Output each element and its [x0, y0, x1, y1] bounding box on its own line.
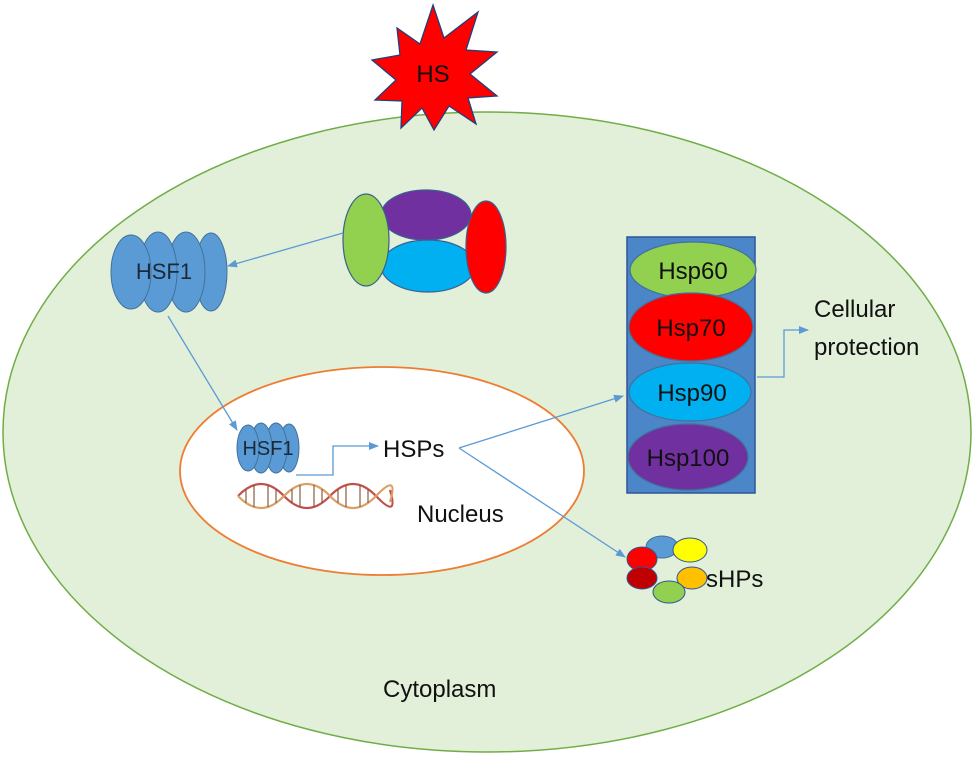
arrow-hsps-to-hsp-stack: [458, 394, 624, 449]
arrow-hsf1-to-nucleus: [167, 315, 238, 431]
arrow-transcription-to-hsps: [296, 442, 379, 476]
heat-stress-burst: [370, 2, 499, 132]
stress-label: HS: [416, 61, 449, 88]
hsps-label: HSPs: [383, 436, 444, 463]
hsp90-label: Hsp90: [657, 380, 726, 407]
shps-cluster: [626, 535, 708, 604]
hsp70-oval: [628, 292, 754, 362]
shps-label: sHPs: [706, 566, 763, 593]
hsp100-oval: [627, 423, 749, 491]
hsp70-label: Hsp70: [656, 315, 725, 342]
complex-green-subunit: [342, 193, 390, 287]
hsp-stack: Hsp60 Hsp70 Hsp90 Hsp100: [627, 241, 757, 491]
nucleus: [179, 366, 585, 576]
hsf1-nucleus-label: HSF1: [242, 438, 293, 460]
arrow-stack-to-cellular-protection: [757, 326, 809, 378]
hsp100-label: Hsp100: [647, 445, 730, 472]
complex-red-subunit: [465, 200, 507, 294]
chaperone-complex: [342, 189, 507, 294]
arrow-complex-to-hsf1: [227, 232, 344, 268]
complex-blue-subunit: [380, 239, 476, 293]
hsf1-cytoplasm-label: HSF1: [136, 259, 192, 284]
hsf1-trimer-cytoplasm: [110, 231, 228, 313]
hsp60-label: Hsp60: [658, 258, 727, 285]
nucleus-label: Nucleus: [417, 501, 504, 528]
cellular-protection-label-line2: protection: [814, 334, 919, 361]
arrow-hsps-to-shps: [458, 447, 626, 558]
cytoplasm-label: Cytoplasm: [383, 676, 496, 703]
dna-helix: [237, 482, 394, 510]
complex-purple-subunit: [380, 189, 472, 241]
hsp90-oval: [628, 362, 752, 422]
hsf1-trimer-nucleus: [236, 422, 300, 474]
cellular-protection-label-line1: Cellular: [814, 296, 895, 323]
